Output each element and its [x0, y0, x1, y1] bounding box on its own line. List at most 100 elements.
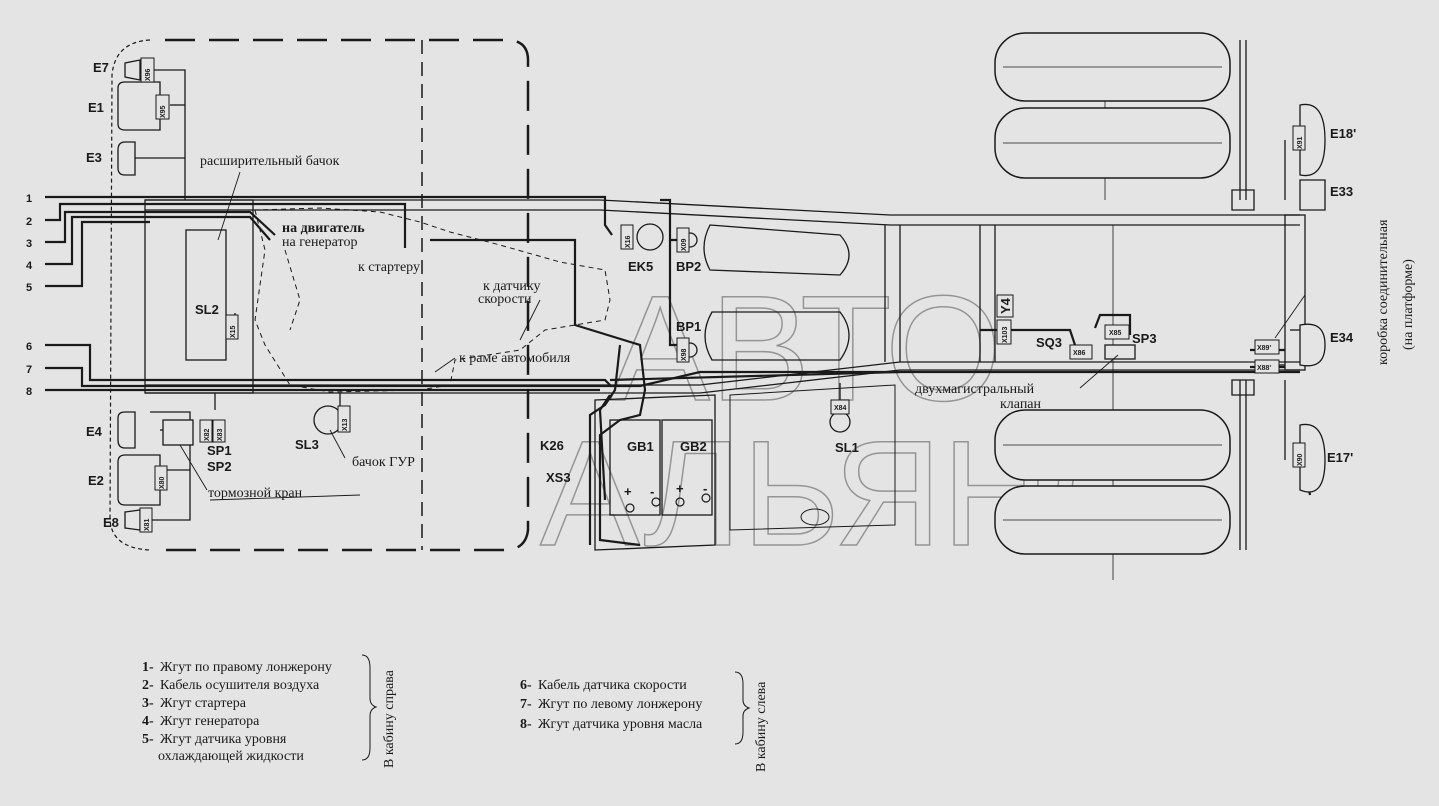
polarity-minus-2: - [703, 481, 707, 496]
legend-text: Жгут датчика уровня [160, 732, 287, 747]
legend-num: 5- [142, 732, 154, 747]
label-to-speed-sensor-2: скорости [478, 292, 532, 307]
devices [117, 59, 1326, 531]
ek5-heater [636, 223, 664, 251]
label-bp2: BP2 [676, 259, 701, 274]
legend-continuation: охлаждающей жидкости [158, 749, 304, 764]
label-brake-valve: тормозной кран [208, 486, 303, 501]
lamp-e4 [117, 411, 136, 449]
label-e8: E8 [103, 515, 119, 530]
conn-x95: X95 [160, 105, 167, 118]
descriptive-labels: расширительный бачок на двигатель на ген… [200, 154, 1416, 501]
lamp-e7 [124, 59, 141, 81]
label-gb2: GB2 [680, 439, 707, 454]
wire-num-5: 5 [26, 282, 32, 294]
wire-number-labels: 1 2 3 4 5 6 7 8 [26, 193, 33, 398]
conn-x85: X85 [1109, 330, 1122, 337]
label-ek5: EK5 [628, 259, 653, 274]
component-labels: E7 E1 E3 E4 E2 E8 SL2 SL3 SP1 SP2 EK5 BP… [86, 60, 1356, 530]
legend-text: Кабель датчика скорости [538, 678, 687, 693]
leaders [179, 171, 1306, 501]
legend-num: 7- [520, 697, 532, 712]
legend-item: 6- Кабель датчика скорости [520, 678, 687, 693]
conn-x90: X90 [1297, 453, 1304, 466]
conn-x13: X13 [342, 418, 349, 431]
wire-num-8: 8 [26, 386, 32, 398]
cab-outline [109, 38, 530, 552]
legend-right: 1- Жгут по правому лонжерону 2- Кабель о… [142, 654, 397, 768]
wire-num-7: 7 [26, 364, 32, 376]
legend-num: 3- [142, 696, 154, 711]
legend-item: 3- Жгут стартера [142, 696, 247, 711]
label-k26: K26 [540, 438, 564, 453]
legend-item: 2- Кабель осушителя воздуха [142, 678, 320, 693]
lamp-e17 [1299, 423, 1326, 493]
legend-num: 2- [142, 678, 154, 693]
y4-box [996, 294, 1014, 318]
label-sp3: SP3 [1132, 331, 1157, 346]
legend-num: 1- [142, 660, 154, 675]
lamp-e8 [124, 509, 141, 531]
label-bp1: BP1 [676, 319, 701, 334]
legend-text: Жгут генератора [160, 714, 260, 729]
label-to-engine: на двигатель [282, 221, 365, 236]
sl1-sensor [829, 411, 851, 433]
label-e33: E33 [1330, 184, 1353, 199]
air-receivers [703, 224, 850, 361]
label-to-speed-sensor-1: к датчику [483, 279, 541, 294]
label-to-generator: на генератор [282, 235, 357, 250]
label-gb1: GB1 [627, 439, 654, 454]
conn-x89: X89' [1257, 345, 1271, 352]
label-to-frame: к раме автомобиля [459, 351, 571, 366]
label-xs3: XS3 [546, 470, 571, 485]
connector-boxes [139, 57, 1306, 533]
receiver-1 [703, 224, 850, 276]
legend-text: Жгут датчика уровня масла [538, 717, 703, 732]
legend-brace-left [734, 671, 751, 745]
conn-x80: X80 [159, 476, 166, 489]
legend-num: 6- [520, 678, 532, 693]
label-e18: E18' [1330, 126, 1356, 141]
label-e1: E1 [88, 100, 104, 115]
legend-item: 5- Жгут датчика уровня [142, 732, 287, 747]
label-e2: E2 [88, 473, 104, 488]
legend-num: 4- [142, 714, 154, 729]
label-sl3: SL3 [295, 437, 319, 452]
receiver-2 [704, 311, 850, 361]
label-e17: E17' [1327, 450, 1353, 465]
label-sl1: SL1 [835, 440, 859, 455]
polarity-plus-1: + [624, 484, 632, 499]
label-two-circuit-1: двухмагистральный [915, 382, 1035, 397]
engine-outline [254, 207, 611, 393]
label-sl2: SL2 [195, 302, 219, 317]
conn-x88: X88' [1257, 365, 1271, 372]
label-e34: E34 [1330, 330, 1354, 345]
rear-wheels [994, 32, 1231, 555]
label-e4: E4 [86, 424, 103, 439]
sl2-sensor [185, 229, 227, 361]
legend-item: 4- Жгут генератора [142, 714, 260, 729]
polarity-minus-1: - [650, 484, 654, 499]
label-two-circuit-2: клапан [1000, 397, 1042, 412]
legend-caption-left: В кабину слева [754, 681, 769, 772]
legend-brace-right [361, 654, 378, 761]
legend-item: 7- Жгут по левому лонжерону [520, 697, 702, 712]
watermark-line1: АВТО [610, 264, 1002, 432]
conn-x09: X09 [681, 238, 688, 251]
wire-num-6: 6 [26, 341, 32, 353]
lamp-e34 [1299, 323, 1326, 367]
conn-x83: X83 [217, 428, 224, 441]
legend-num: 8- [520, 717, 532, 732]
conn-x82: X82 [204, 428, 211, 441]
conn-x15: X15 [230, 325, 237, 338]
label-sp1: SP1 [207, 443, 232, 458]
label-sq3: SQ3 [1036, 335, 1062, 350]
conn-x16: X16 [625, 235, 632, 248]
label-e3: E3 [86, 150, 102, 165]
conn-x98: X98 [681, 348, 688, 361]
lamp-e3 [117, 141, 136, 176]
wire-num-4: 4 [26, 260, 33, 272]
wire-num-2: 2 [26, 216, 32, 228]
